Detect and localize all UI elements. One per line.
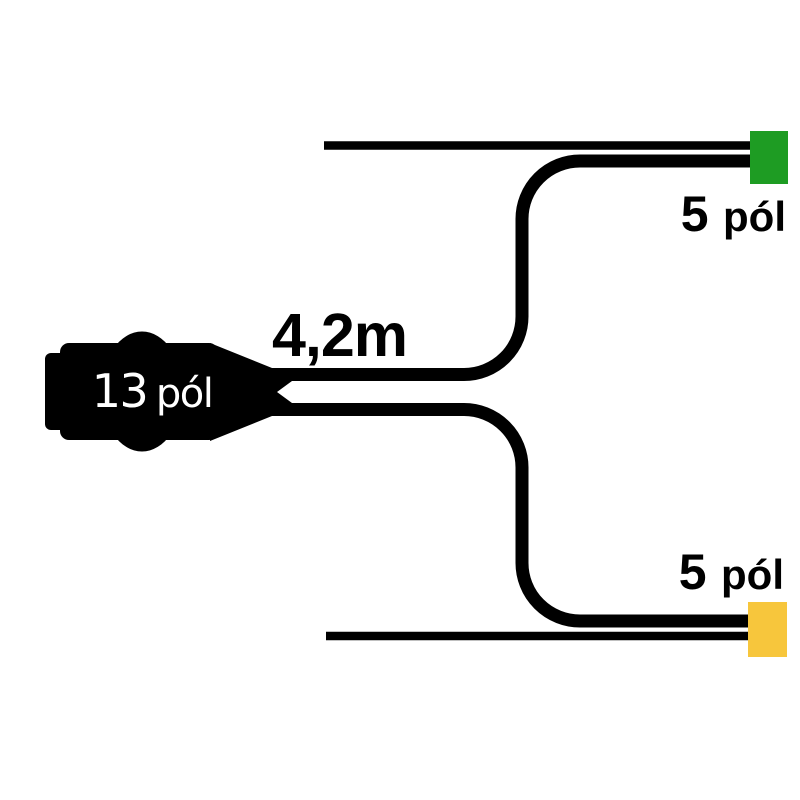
- connector-label-bottom-number: 5: [679, 544, 707, 600]
- connector-label-top-number: 5: [681, 186, 709, 242]
- cable-branch-top: [284, 154, 757, 381]
- connector-5pol-yellow: [748, 602, 787, 657]
- plug-13pol-label: 13 pól: [92, 364, 213, 418]
- connector-label-top-suffix: pól: [723, 193, 786, 240]
- connector-label-bottom-suffix: pól: [721, 551, 784, 598]
- connector-5pol-green: [750, 131, 788, 184]
- connector-label-bottom: 5 pól: [679, 544, 784, 600]
- plug-label-number: 13: [92, 364, 148, 418]
- plug-13pol: 13 pól: [45, 331, 292, 452]
- plug-cable-taper: [210, 343, 292, 441]
- plug-label-suffix: pól: [156, 371, 212, 417]
- plug-grip-bulge: [101, 331, 183, 452]
- cable-branch-bottom: [284, 403, 757, 628]
- cable-length-label: 4,2m: [272, 301, 407, 369]
- connector-label-top: 5 pól: [681, 186, 786, 242]
